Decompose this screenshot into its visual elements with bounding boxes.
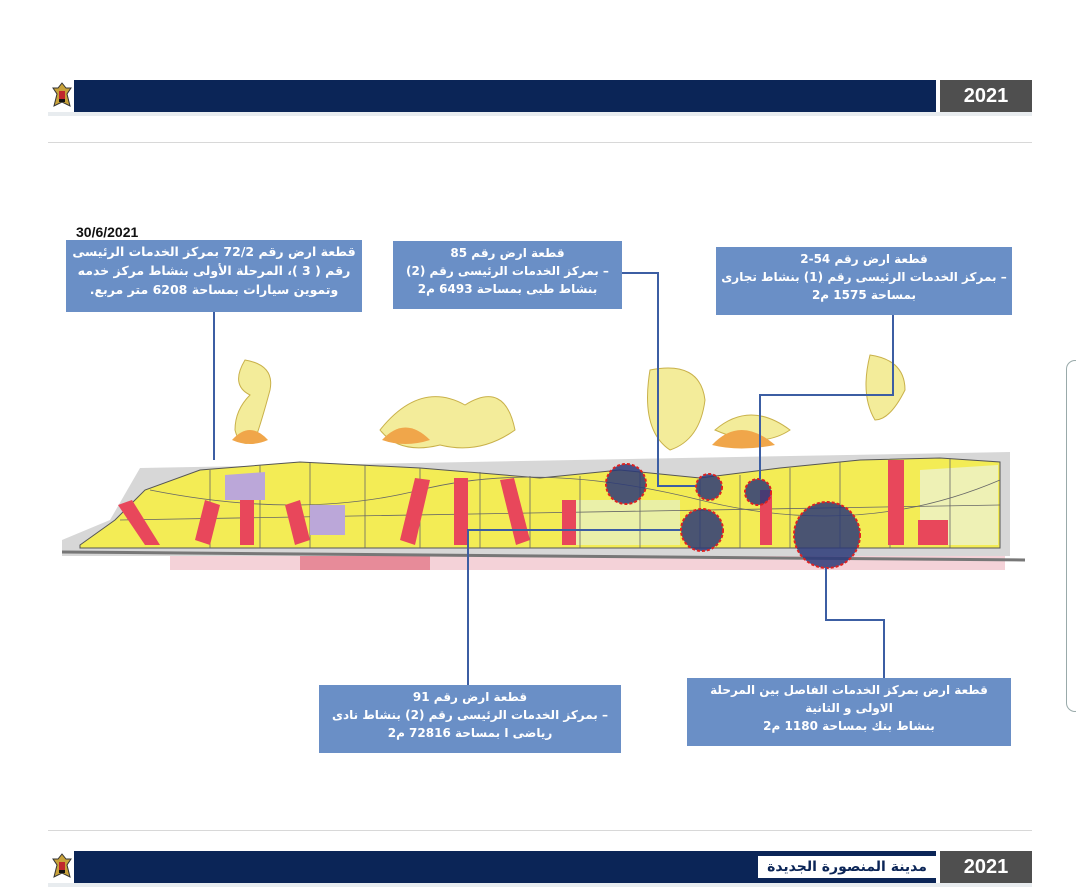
header-divider <box>48 112 1032 116</box>
callout-line: – بمركز الخدمات الرئيسى رقم (2) بنشاط نا… <box>332 708 608 722</box>
footer-top-border <box>48 830 1032 831</box>
highlight-plot-85 <box>605 463 647 505</box>
highlight-plot-separator <box>793 501 861 569</box>
callout-line: – بمركز الخدمات الرئيسى رقم (1) بنشاط تج… <box>721 270 1007 284</box>
callout-line: قطعة ارض رقم 72/2 بمركز الخدمات الرئيسى <box>72 244 356 259</box>
callout-line: الاولى و التانية <box>805 701 893 715</box>
callout-plot-85: قطعة ارض رقم 85 – بمركز الخدمات الرئيسى … <box>393 241 622 309</box>
egypt-eagle-icon <box>50 80 74 112</box>
slide-top-border <box>48 142 1032 143</box>
header-year: 2021 <box>940 80 1032 112</box>
egypt-eagle-icon <box>50 851 74 883</box>
callout-line: بنشاط بنك بمساحة 1180 م2 <box>763 719 935 733</box>
pale-parcel-3 <box>640 500 680 545</box>
callout-line: قطعة ارض رقم 54-2 <box>800 252 928 266</box>
highlight-plot-91 <box>680 508 724 552</box>
slide-date: 30/6/2021 <box>76 224 139 240</box>
callout-line: قطعة ارض رقم 85 <box>450 246 565 260</box>
callout-line: – بمركز الخدمات الرئيسى رقم (2) <box>406 264 609 278</box>
footer-year: 2021 <box>940 851 1032 883</box>
highlight-plot-small <box>695 473 723 501</box>
callout-line: قطعة ارض رقم 91 <box>412 690 528 704</box>
callout-line: بنشاط طبى بمساحة 6493 م2 <box>417 282 598 296</box>
pale-parcel-1 <box>575 500 640 545</box>
callout-line: رياضى ا بمساحة 72816 م2 <box>387 726 553 740</box>
highlight-plot-54-2 <box>744 478 772 506</box>
callout-line: وتموين سيارات بمساحة 6208 متر مربع. <box>89 281 339 297</box>
callout-plot-72-2: قطعة ارض رقم 72/2 بمركز الخدمات الرئيسى … <box>66 240 362 312</box>
side-scroll-handle[interactable] <box>1066 360 1076 712</box>
footer-divider <box>48 883 1032 887</box>
callout-line: رقم ( 3 )، المرحلة الأولى بنشاط مركز خدم… <box>77 262 351 278</box>
footer-city-title: مدينة المنصورة الجديدة <box>758 856 936 878</box>
callout-line: قطعة ارض بمركز الخدمات الفاصل بين المرحل… <box>710 683 988 697</box>
callout-plot-54-2: قطعة ارض رقم 54-2 – بمركز الخدمات الرئيس… <box>716 247 1012 315</box>
header-navy-band <box>74 80 936 112</box>
callout-line: بمساحة 1575 م2 <box>811 288 917 302</box>
callout-plot-separator: قطعة ارض بمركز الخدمات الفاصل بين المرحل… <box>687 678 1011 746</box>
callout-plot-91: قطعة ارض رقم 91 – بمركز الخدمات الرئيسى … <box>319 685 621 753</box>
